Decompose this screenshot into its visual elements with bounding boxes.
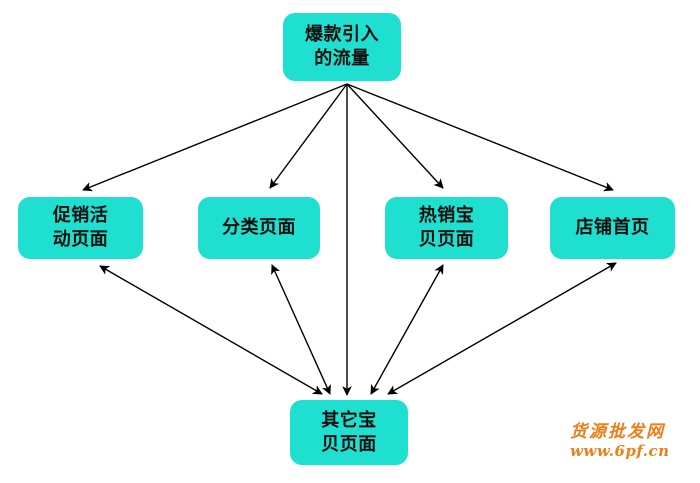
edge-category-to-other xyxy=(271,264,331,395)
node-promo-page[interactable]: 促销活 动页面 xyxy=(18,197,143,259)
node-other-item-page-line-1: 其它宝 xyxy=(321,409,377,431)
node-shop-home-page-line-1: 店铺首页 xyxy=(575,217,650,239)
node-other-item-page[interactable]: 其它宝 贝页面 xyxy=(290,400,408,465)
node-promo-page-line-1: 促销活 xyxy=(52,205,109,227)
node-shop-home-page[interactable]: 店铺首页 xyxy=(550,197,675,259)
edge-promo-to-other xyxy=(99,265,323,395)
node-category-page-line-1: 分类页面 xyxy=(222,217,296,239)
node-top-traffic-line-1: 爆款引入 xyxy=(305,24,379,46)
node-hot-item-page-line-1: 热销宝 xyxy=(418,205,475,227)
node-promo-page-line-2: 动页面 xyxy=(52,229,109,250)
node-other-item-page-line-2: 贝页面 xyxy=(321,433,377,455)
node-top-traffic-line-2: 的流量 xyxy=(314,48,370,69)
edge-top-to-hotitem xyxy=(346,83,444,189)
edge-top-to-shophome xyxy=(346,83,614,192)
node-category-page[interactable]: 分类页面 xyxy=(198,197,320,259)
node-top-traffic[interactable]: 爆款引入 的流量 xyxy=(283,13,401,81)
edge-hotitem-to-other xyxy=(370,264,444,395)
edge-top-to-category xyxy=(269,83,348,189)
node-hot-item-page-line-2: 贝页面 xyxy=(418,229,475,250)
node-hot-item-page[interactable]: 热销宝 贝页面 xyxy=(385,197,508,259)
edge-shophome-to-other xyxy=(387,262,617,395)
edge-top-to-promo xyxy=(82,83,348,192)
